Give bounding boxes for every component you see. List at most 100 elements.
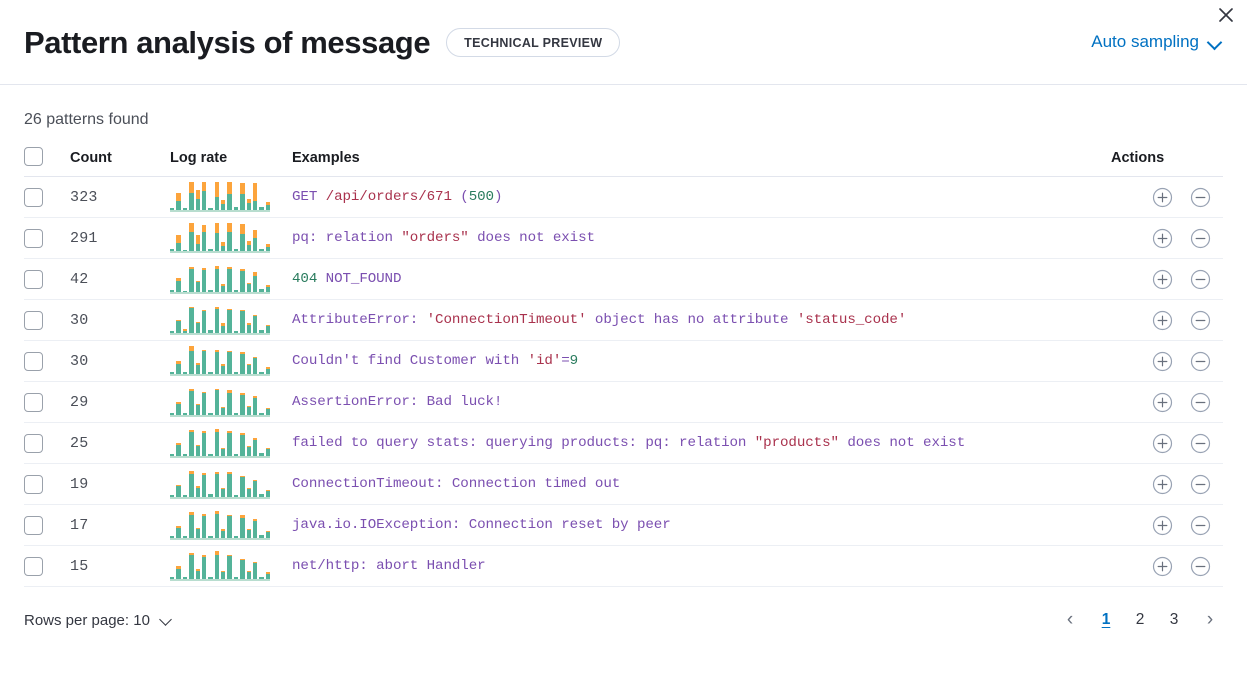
close-button[interactable] — [1213, 2, 1239, 28]
minus-in-circle-icon[interactable] — [1190, 187, 1211, 208]
plus-in-circle-icon[interactable] — [1152, 474, 1173, 495]
sparkline-bar — [195, 428, 200, 456]
minus-in-circle-icon[interactable] — [1190, 228, 1211, 249]
sparkline-bar-segment-orange — [195, 444, 200, 446]
sparkline-bar-segment-teal — [170, 535, 175, 538]
sparkline-bar-segment-teal — [240, 394, 245, 415]
column-header-count[interactable]: Count — [70, 147, 170, 177]
plus-in-circle-icon[interactable] — [1152, 269, 1173, 290]
row-checkbox[interactable] — [24, 515, 43, 535]
plus-in-circle-icon[interactable] — [1152, 433, 1173, 454]
previous-page-button[interactable]: ‹ — [1066, 609, 1074, 630]
plus-in-circle-icon[interactable] — [1152, 556, 1173, 577]
sparkline-bar-segment-orange — [252, 230, 258, 238]
sparkline-bar-segment-teal — [214, 232, 219, 251]
sparkline-bar — [195, 182, 200, 210]
minus-in-circle-icon[interactable] — [1190, 392, 1211, 413]
sparkline-bar-segment-orange — [246, 363, 251, 365]
sparkline-bar-segment-orange — [201, 430, 207, 434]
sparkline-bar — [252, 510, 258, 538]
sparkline-bar-segment-teal — [233, 495, 239, 497]
select-all-checkbox[interactable] — [24, 147, 43, 166]
sparkline-bar — [214, 264, 219, 292]
column-header-log-rate[interactable]: Log rate — [170, 147, 292, 177]
sparkline-bar-segment-teal — [201, 393, 207, 415]
sparkline-bar — [259, 305, 264, 333]
example-token: ) — [493, 189, 503, 205]
auto-sampling-dropdown[interactable]: Auto sampling — [1091, 32, 1223, 52]
sparkline-bar-segment-orange — [246, 487, 251, 490]
sparkline-bar-segment-teal — [233, 289, 239, 292]
column-header-actions: Actions — [1111, 147, 1223, 177]
row-checkbox[interactable] — [24, 433, 43, 453]
row-checkbox[interactable] — [24, 556, 43, 576]
sparkline-bar-segment-teal — [259, 412, 264, 415]
sparkline-bar — [195, 551, 200, 579]
page-number-1[interactable]: 1 — [1101, 611, 1111, 628]
row-checkbox[interactable] — [24, 269, 43, 289]
row-checkbox[interactable] — [24, 187, 43, 207]
minus-in-circle-icon[interactable] — [1190, 351, 1211, 372]
sparkline-bar — [221, 510, 226, 538]
page-number-3[interactable]: 3 — [1169, 611, 1179, 628]
page-number-2[interactable]: 2 — [1135, 611, 1145, 628]
sparkline-bar-segment-teal — [214, 514, 219, 538]
column-header-examples[interactable]: Examples — [292, 147, 1111, 177]
sparkline-bar-segment-teal — [201, 269, 207, 292]
sparkline-bar-segment-orange — [201, 473, 207, 475]
log-rate-cell — [170, 422, 292, 464]
minus-in-circle-icon[interactable] — [1190, 556, 1211, 577]
sparkline-bar-segment-teal — [189, 391, 194, 415]
count-value: 323 — [70, 176, 170, 218]
row-checkbox[interactable] — [24, 474, 43, 494]
sparkline-bar — [208, 264, 213, 292]
minus-in-circle-icon[interactable] — [1190, 310, 1211, 331]
row-actions-cell — [1111, 504, 1223, 546]
row-checkbox[interactable] — [24, 392, 43, 412]
sparkline-bar-segment-orange — [195, 403, 200, 406]
plus-in-circle-icon[interactable] — [1152, 515, 1173, 536]
sparkline-bar-segment-teal — [195, 365, 200, 374]
sparkline-bar-segment-teal — [195, 570, 200, 579]
sparkline-bar-segment-teal — [176, 444, 181, 456]
minus-in-circle-icon[interactable] — [1190, 515, 1211, 536]
sparkline-bar-segment-teal — [265, 246, 270, 251]
rows-per-page-dropdown[interactable]: Rows per page: 10 — [12, 612, 173, 629]
sparkline-bar — [240, 469, 245, 497]
sparkline-bar-segment-teal — [189, 350, 194, 374]
sparkline-bar-segment-teal — [259, 535, 264, 538]
plus-in-circle-icon[interactable] — [1152, 392, 1173, 413]
plus-in-circle-icon[interactable] — [1152, 351, 1173, 372]
sparkline-bar — [265, 305, 270, 333]
sparkline-bar-segment-teal — [259, 576, 264, 579]
minus-in-circle-icon[interactable] — [1190, 474, 1211, 495]
sparkline-bar — [182, 428, 188, 456]
close-icon — [1219, 8, 1233, 22]
sparkline-bar — [170, 305, 175, 333]
next-page-button[interactable]: › — [1206, 609, 1214, 630]
sparkline-bar-segment-teal — [170, 577, 175, 579]
sparkline-bar-segment-orange — [189, 223, 194, 232]
plus-in-circle-icon[interactable] — [1152, 228, 1173, 249]
plus-in-circle-icon[interactable] — [1152, 310, 1173, 331]
minus-in-circle-icon[interactable] — [1190, 269, 1211, 290]
sparkline-bar-segment-teal — [233, 535, 239, 538]
minus-in-circle-icon[interactable] — [1190, 433, 1211, 454]
sparkline-bar-segment-orange — [246, 406, 251, 408]
row-checkbox[interactable] — [24, 351, 43, 371]
sparkline-bar — [246, 182, 251, 210]
row-checkbox[interactable] — [24, 228, 43, 248]
row-checkbox[interactable] — [24, 310, 43, 330]
plus-in-circle-icon[interactable] — [1152, 187, 1173, 208]
sparkline-bar-segment-teal — [214, 268, 219, 292]
